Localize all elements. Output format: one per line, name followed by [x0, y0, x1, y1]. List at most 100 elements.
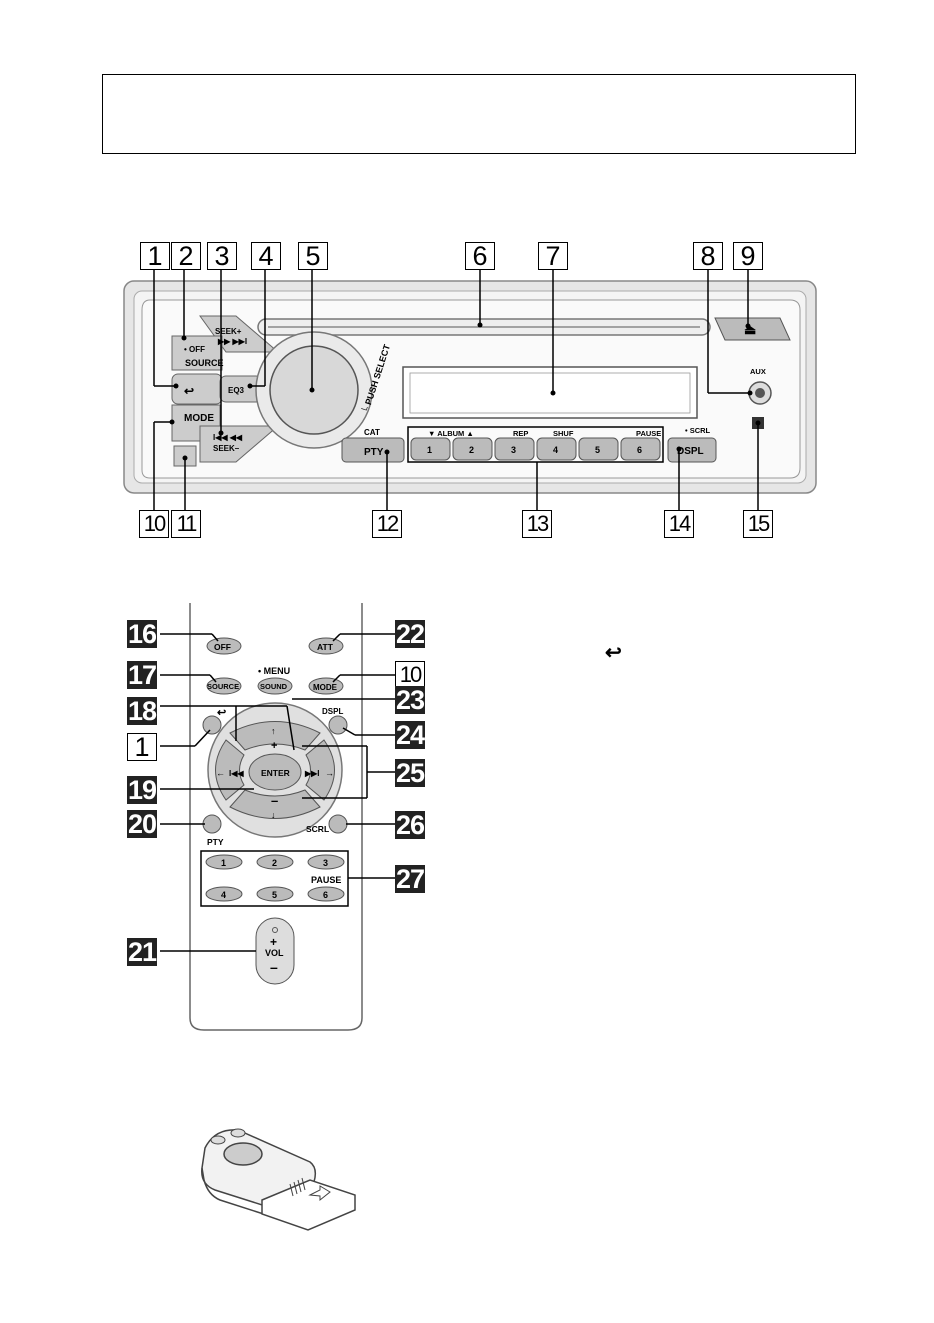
album-label: ▼ ALBUM ▲	[428, 429, 474, 438]
remote-enter-label: ENTER	[261, 768, 290, 778]
seek-plus-arrows: ▶▶ ▶▶I	[217, 337, 247, 346]
source-button	[171, 335, 223, 371]
off-label: • OFF	[184, 345, 205, 354]
preset-3	[494, 437, 535, 461]
callout-4: 4	[251, 242, 281, 270]
remote-preset-6	[307, 886, 345, 902]
remote-pty-button	[202, 814, 222, 834]
remote-pause-label: PAUSE	[311, 875, 341, 885]
remote-left-label: ←	[216, 768, 225, 778]
scrl-label: • SCRL	[685, 426, 711, 435]
remote-callout-27: 27	[395, 864, 425, 894]
source-label: SOURCE	[185, 358, 224, 368]
preset-2	[452, 437, 493, 461]
seek-minus-arrows: I◀◀ ◀◀	[213, 433, 243, 442]
remote-callout-17: 17	[127, 660, 157, 690]
seek-plus-label: SEEK+	[215, 327, 242, 336]
remote-vol-plus-label: +	[270, 935, 277, 949]
remote-mode-button	[308, 677, 344, 695]
preset-3-label: 3	[511, 445, 516, 455]
battery-tray	[261, 1179, 356, 1231]
remote-up-label: ↑	[271, 726, 276, 736]
eq3-label: EQ3	[228, 386, 245, 395]
dspl-button	[667, 437, 717, 463]
battery-diagram	[201, 1128, 356, 1231]
mode-label: MODE	[184, 413, 214, 424]
preset-1	[410, 437, 451, 461]
remote-att-label: ATT	[317, 642, 334, 652]
callout-10: 10	[139, 510, 169, 538]
remote-scrl-button	[328, 814, 348, 834]
callout-12: 12	[372, 510, 402, 538]
remote-preset-5	[256, 886, 294, 902]
preset-4-label: 4	[553, 445, 558, 455]
preset-4	[536, 437, 577, 461]
preset-1-label: 1	[427, 445, 432, 455]
remote-vol-label: VOL	[265, 948, 284, 958]
callout-13: 13	[522, 510, 552, 538]
back-label: ↩	[184, 384, 194, 398]
display-window	[402, 366, 698, 419]
eject-button	[714, 317, 791, 341]
callout-6: 6	[465, 242, 495, 270]
callout-11: 11	[171, 510, 201, 538]
remote-enter-button	[248, 753, 302, 791]
remote-dspl-button	[328, 715, 348, 735]
callout-5: 5	[298, 242, 328, 270]
remote-back-label: ↩	[217, 707, 226, 719]
remote-preset-2-label: 2	[272, 858, 277, 868]
seek-minus-label: SEEK–	[213, 444, 240, 453]
back-button	[171, 373, 223, 405]
callout-3: 3	[207, 242, 237, 270]
remote-menu-label: • MENU	[258, 666, 290, 676]
remote-pty-label: PTY	[207, 837, 224, 847]
shuf-label: SHUF	[553, 429, 574, 438]
remote-minus-label: –	[271, 793, 278, 808]
head-unit-diagram: SEEK+ ▶▶ ▶▶I • OFF SOURCE ↩ EQ3 MODE I◀◀…	[123, 270, 817, 510]
remote-next-label: ▶▶I	[304, 769, 320, 778]
remote-sound-label: SOUND	[260, 682, 288, 691]
remote-callout-16: 16	[127, 619, 157, 649]
remote-callout-22: 22	[395, 619, 425, 649]
remote-source-label: SOURCE	[207, 682, 239, 691]
remote-preset-2	[256, 854, 294, 870]
pty-button	[341, 437, 405, 463]
preset-2-label: 2	[469, 445, 474, 455]
remote-off-label: OFF	[214, 642, 231, 652]
remote-preset-4-label: 4	[221, 890, 226, 900]
remote-callout-18: 18	[127, 696, 157, 726]
aux-label: AUX	[750, 367, 766, 376]
remote-scrl-label: SCRL	[306, 824, 329, 834]
remote-preset-1	[205, 854, 243, 870]
callout-7: 7	[538, 242, 568, 270]
remote-callout-25: 25	[395, 758, 425, 788]
callout-14: 14	[664, 510, 694, 538]
callout-8: 8	[693, 242, 723, 270]
remote-off-button	[206, 637, 242, 655]
remote-callout-10: 10	[395, 661, 425, 689]
preset-6	[620, 437, 661, 461]
dspl-label: DSPL	[677, 446, 704, 457]
preset-6-label: 6	[637, 445, 642, 455]
callout-1: 1	[140, 242, 170, 270]
remote-back-button	[202, 715, 222, 735]
remote-dspl-label: DSPL	[322, 707, 343, 716]
remote-att-button	[308, 637, 344, 655]
remote-sound-button	[257, 677, 293, 695]
back-symbol-note: ↩	[605, 642, 622, 664]
pause-label: PAUSE	[636, 429, 661, 438]
remote-prev-label: I◀◀	[229, 769, 244, 778]
remote-callout-19: 19	[127, 775, 157, 805]
remote-preset-1-label: 1	[221, 858, 226, 868]
remote-preset-4	[205, 886, 243, 902]
header-box	[102, 74, 856, 154]
pty-label: PTY	[364, 447, 384, 458]
remote-callout-26: 26	[395, 810, 425, 840]
remote-right-label: →	[325, 768, 334, 778]
callout-9: 9	[733, 242, 763, 270]
remote-preset-3	[307, 854, 345, 870]
remote-vol-minus-label: –	[270, 959, 278, 975]
callout-2: 2	[171, 242, 201, 270]
remote-preset-6-label: 6	[323, 890, 328, 900]
remote-diagram: OFF ATT • MENU SOURCE SOUND MODE ↩ DSPL …	[160, 603, 395, 1031]
